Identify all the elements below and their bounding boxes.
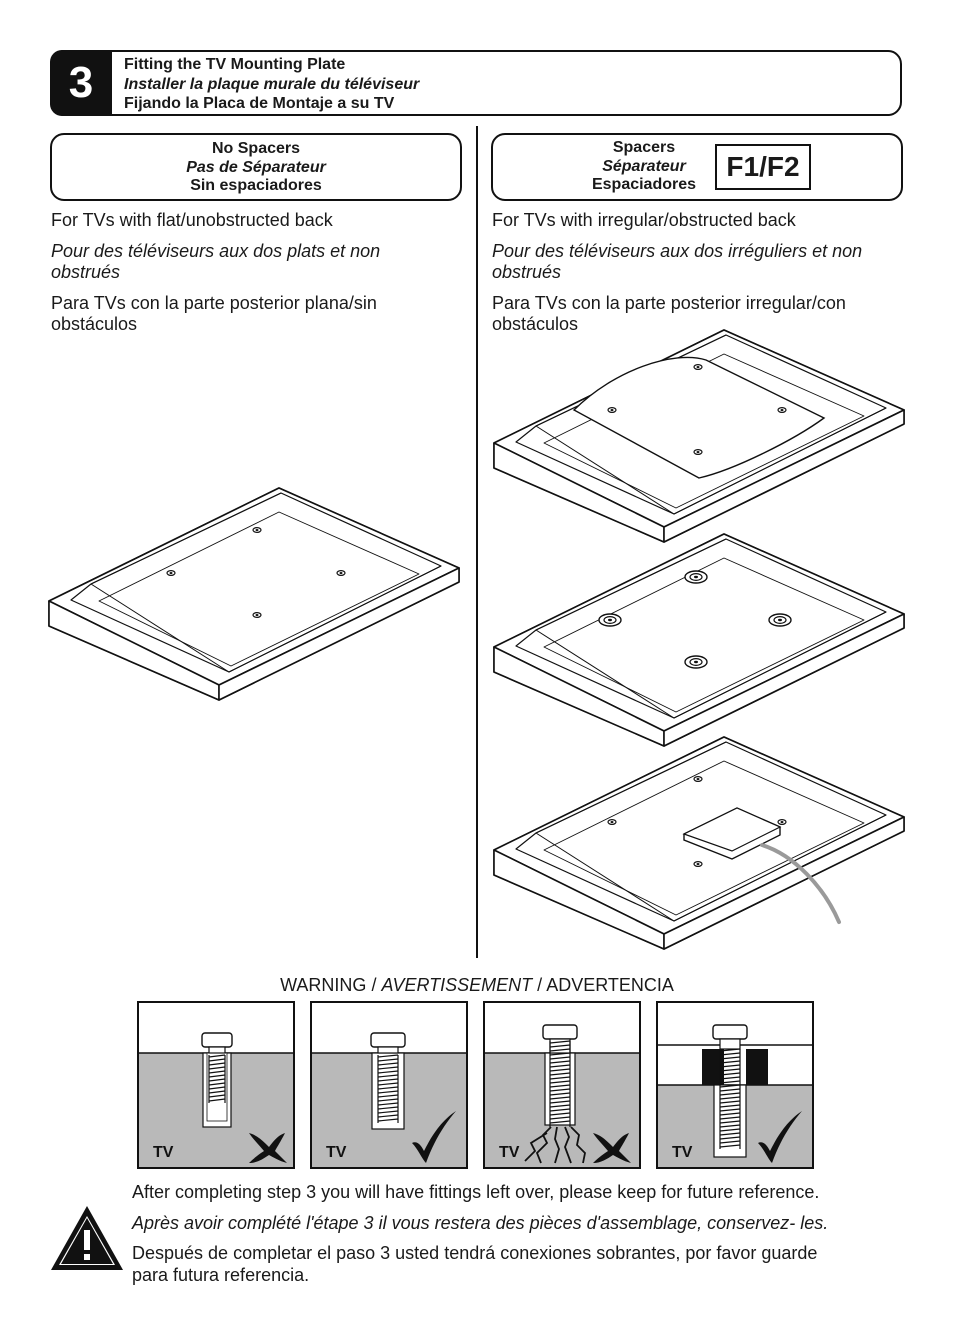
note-fr: Après avoir complété l'étape 3 il vous r… <box>132 1212 829 1233</box>
step-title: Fitting the TV Mounting Plate Installer … <box>124 55 419 114</box>
step-header <box>50 50 902 116</box>
left-desc-en: For TVs with flat/unobstructed back <box>51 210 333 230</box>
warning-title: WARNING / AVERTISSEMENT / ADVERTENCIA <box>0 975 954 996</box>
right-desc-fr: Pour des téléviseurs aux dos irréguliers… <box>492 241 863 282</box>
warning-es: ADVERTENCIA <box>546 975 674 995</box>
step-title-es: Fijando la Placa de Montaje a su TV <box>124 95 395 112</box>
no-spacers-fr: Pas de Séparateur <box>186 158 326 176</box>
no-spacers-en: No Spacers <box>211 140 301 157</box>
tv-label-1: TV <box>153 1144 174 1161</box>
warning-en: WARNING <box>280 975 367 995</box>
check-mark-icon <box>412 1111 456 1163</box>
warning-panel-2: TV <box>310 1001 468 1169</box>
right-description: For TVs with irregular/obstructed back P… <box>492 210 882 345</box>
step-title-en: Fitting the TV Mounting Plate <box>124 56 346 73</box>
flat-tv-illustration <box>48 487 460 701</box>
warning-fr: AVERTISSEMENT <box>381 975 533 995</box>
tv-label-3: TV <box>499 1144 520 1161</box>
exclamation-triangle-icon <box>51 1206 123 1270</box>
cross-mark-icon <box>593 1133 631 1163</box>
column-divider <box>476 126 478 958</box>
note-en: After completing step 3 you will have fi… <box>132 1182 820 1202</box>
leftover-fittings-note: After completing step 3 you will have fi… <box>132 1182 922 1295</box>
warning-separator: / <box>366 975 382 995</box>
warning-separator: / <box>532 975 547 995</box>
left-description: For TVs with flat/unobstructed back Pour… <box>51 210 451 345</box>
warning-panel-1: TV <box>137 1001 295 1169</box>
no-spacers-header: No Spacers Pas de Séparateur Sin espacia… <box>50 133 462 201</box>
left-desc-es: Para TVs con la parte posterior plana/si… <box>51 293 377 334</box>
right-desc-en: For TVs with irregular/obstructed back <box>492 210 796 230</box>
tv-illustrations <box>48 329 905 950</box>
curved-back-tv-illustration <box>493 329 905 543</box>
spacers-header: Spacers Séparateur Espaciadores F1/F2 <box>491 133 903 201</box>
spacers-en: Spacers <box>612 139 676 156</box>
tv-label-2: TV <box>326 1144 347 1161</box>
no-spacers-es: Sin espaciadores <box>190 177 322 194</box>
left-desc-fr: Pour des téléviseurs aux dos plats et no… <box>51 241 381 282</box>
step-number: 3 <box>50 50 112 116</box>
right-desc-es: Para TVs con la parte posterior irregula… <box>492 293 846 334</box>
warning-panel-4: TV <box>656 1001 814 1169</box>
tv-label-4: TV <box>672 1144 693 1161</box>
note-es: Después de completar el paso 3 usted ten… <box>132 1243 818 1285</box>
spacers-es: Espaciadores <box>591 176 697 193</box>
step-title-fr: Installer la plaque murale du téléviseur <box>124 75 420 93</box>
check-mark-icon <box>758 1111 802 1163</box>
cross-mark-icon <box>249 1133 287 1163</box>
obstructed-tv-illustration <box>493 736 905 950</box>
warning-panel-3: TV <box>483 1001 641 1169</box>
part-code-box: F1/F2 <box>715 144 811 190</box>
spacers-tv-illustration <box>493 533 905 747</box>
spacers-fr: Séparateur <box>602 157 686 175</box>
